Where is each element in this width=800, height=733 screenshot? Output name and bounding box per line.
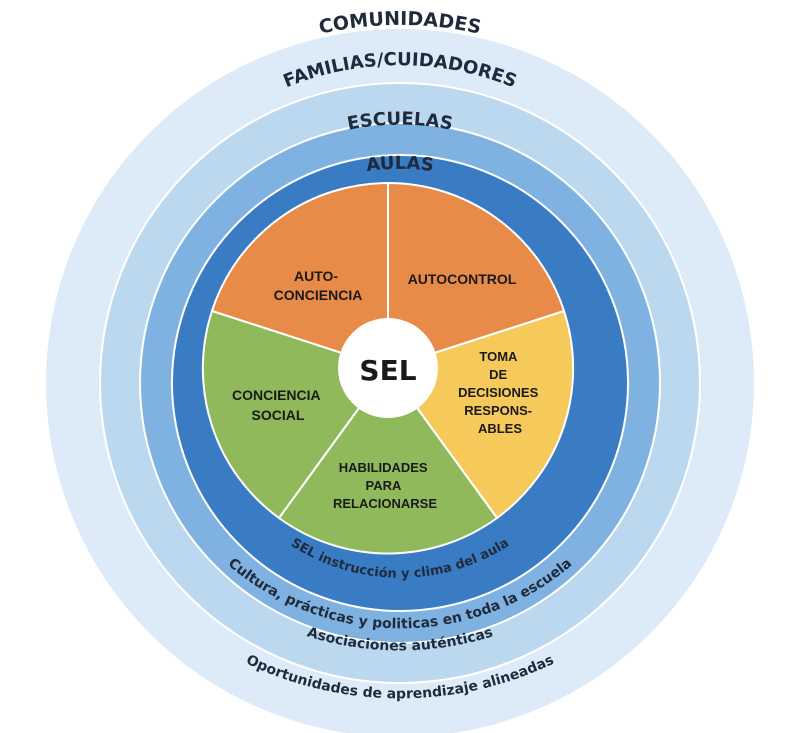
segment-self-awareness [210, 181, 389, 370]
segment-label-self-management: AUTOCONTROL [408, 271, 517, 287]
segment-label-responsible-decisions: TOMA DE DECISIONES RESPONS- ABLES [458, 349, 542, 436]
segment-label-self-awareness: AUTO- CONCIENCIA [274, 268, 363, 303]
svg-text:AULAS: AULAS [365, 153, 435, 176]
segment-self-management [387, 181, 566, 370]
segment-label-relationship-skills: HABILIDADES PARA RELACIONARSE [333, 460, 437, 511]
segment-label-social-awareness: CONCIENCIA SOCIAL [232, 387, 324, 423]
center-label: SEL [359, 354, 416, 387]
segment-relationship-skills [277, 366, 499, 555]
center-circle [338, 318, 438, 418]
ring-label-classrooms: AULAS [365, 153, 435, 176]
